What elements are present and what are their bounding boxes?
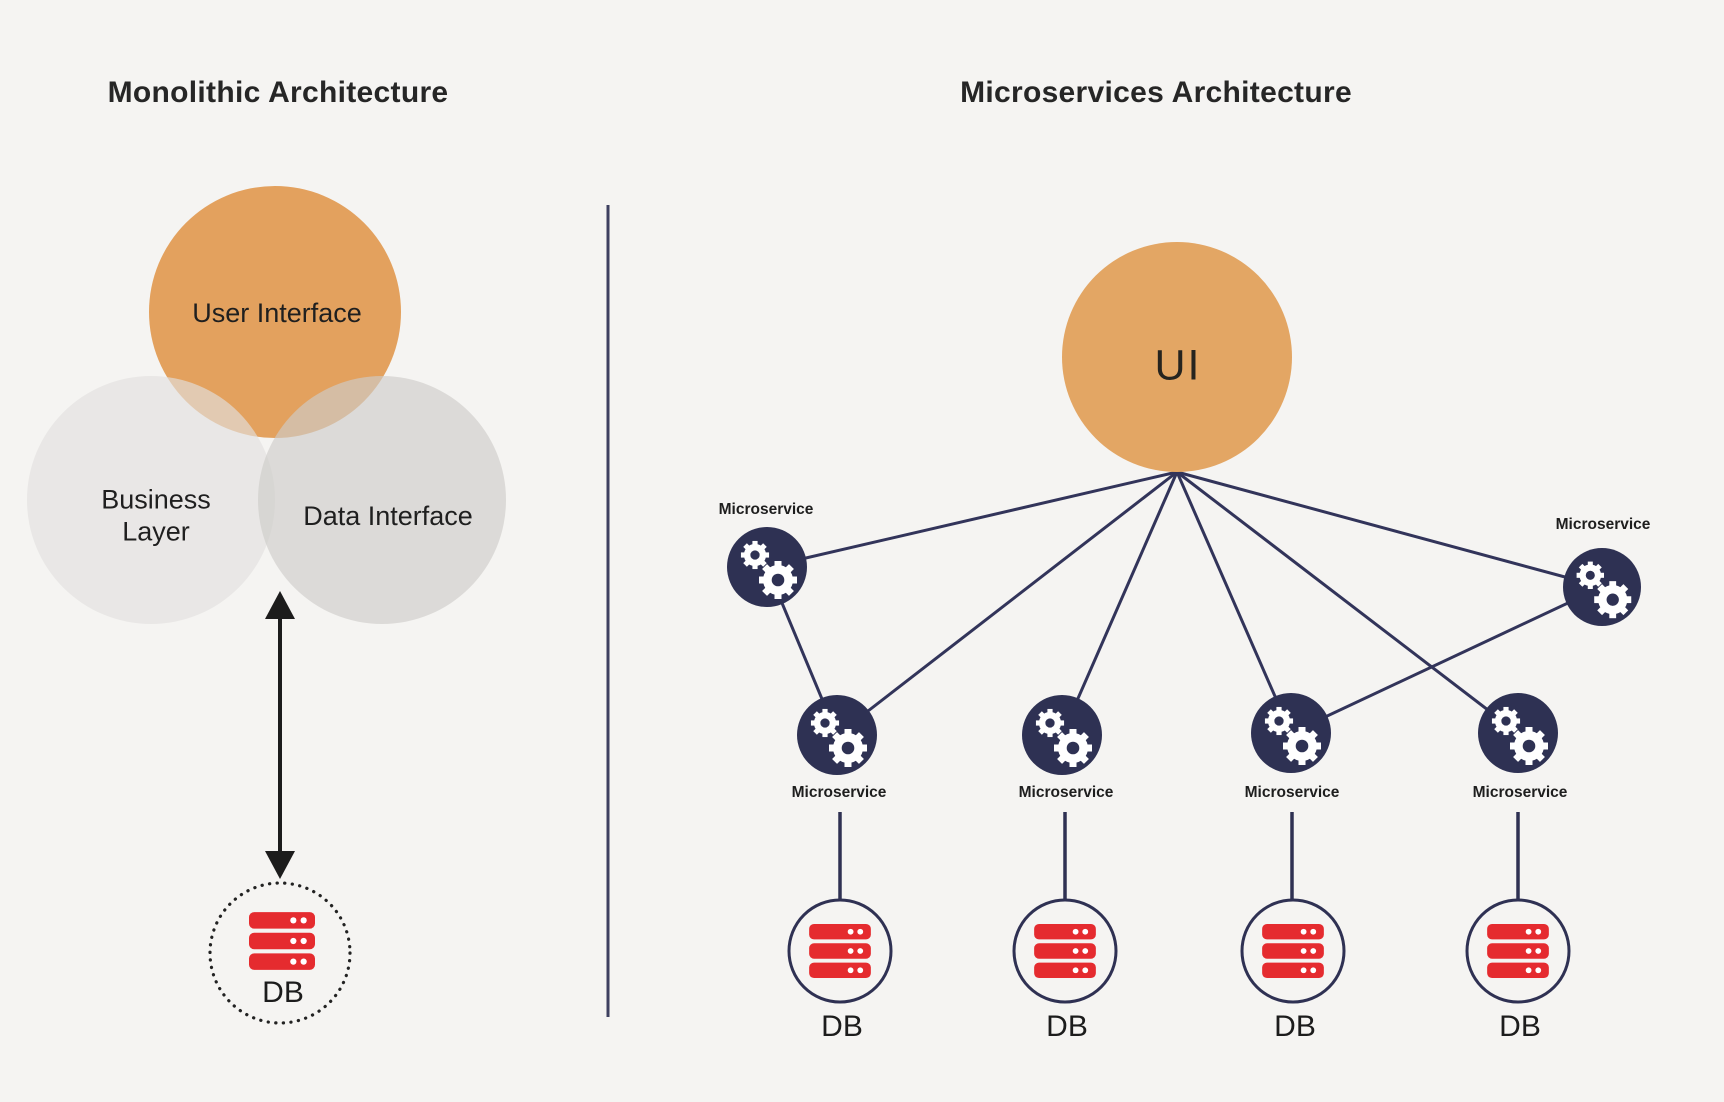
db-server-icon: [1262, 924, 1324, 978]
microservice-label-top-right: Microservice: [1555, 516, 1651, 533]
microservices-db-circles: [787, 898, 1571, 1004]
db-server-icon: [1487, 924, 1549, 978]
microservice-label-top-left: Microservice: [718, 501, 814, 518]
ui-circle: [1062, 242, 1292, 472]
ui-node-label: UI: [1154, 341, 1202, 390]
monolith-db-arrow: [265, 591, 295, 879]
microservice-label-2: Microservice: [1018, 784, 1114, 801]
microservice-label-3: Microservice: [1244, 784, 1340, 801]
data-interface-circle: [258, 376, 506, 624]
db-label-3: DB: [1274, 1010, 1316, 1043]
data-interface-label: Data Interface: [303, 500, 473, 531]
monolith-db-server-icon: [249, 912, 315, 970]
microservice-label-4: Microservice: [1472, 784, 1568, 801]
db-server-icon: [1034, 924, 1096, 978]
user-interface-label: User Interface: [192, 297, 362, 328]
db-label-4: DB: [1499, 1010, 1541, 1043]
microservices-title: Microservices Architecture: [960, 76, 1352, 109]
user-interface-circle: [149, 186, 401, 438]
microservice-nodes: [727, 527, 1641, 775]
monolith-db-circle: [208, 881, 352, 1025]
monolith-title: Monolithic Architecture: [107, 76, 449, 109]
db-label-2: DB: [1046, 1010, 1088, 1043]
business-layer-circle: [27, 376, 275, 624]
db-server-icon: [809, 924, 871, 978]
db-connectors: [838, 812, 1520, 899]
microservices-edges: [765, 470, 1603, 737]
business-layer-label: Business Layer: [101, 484, 211, 547]
microservice-label-1: Microservice: [791, 784, 887, 801]
db-label-1: DB: [821, 1010, 863, 1043]
monolith-db-label: DB: [262, 976, 304, 1009]
